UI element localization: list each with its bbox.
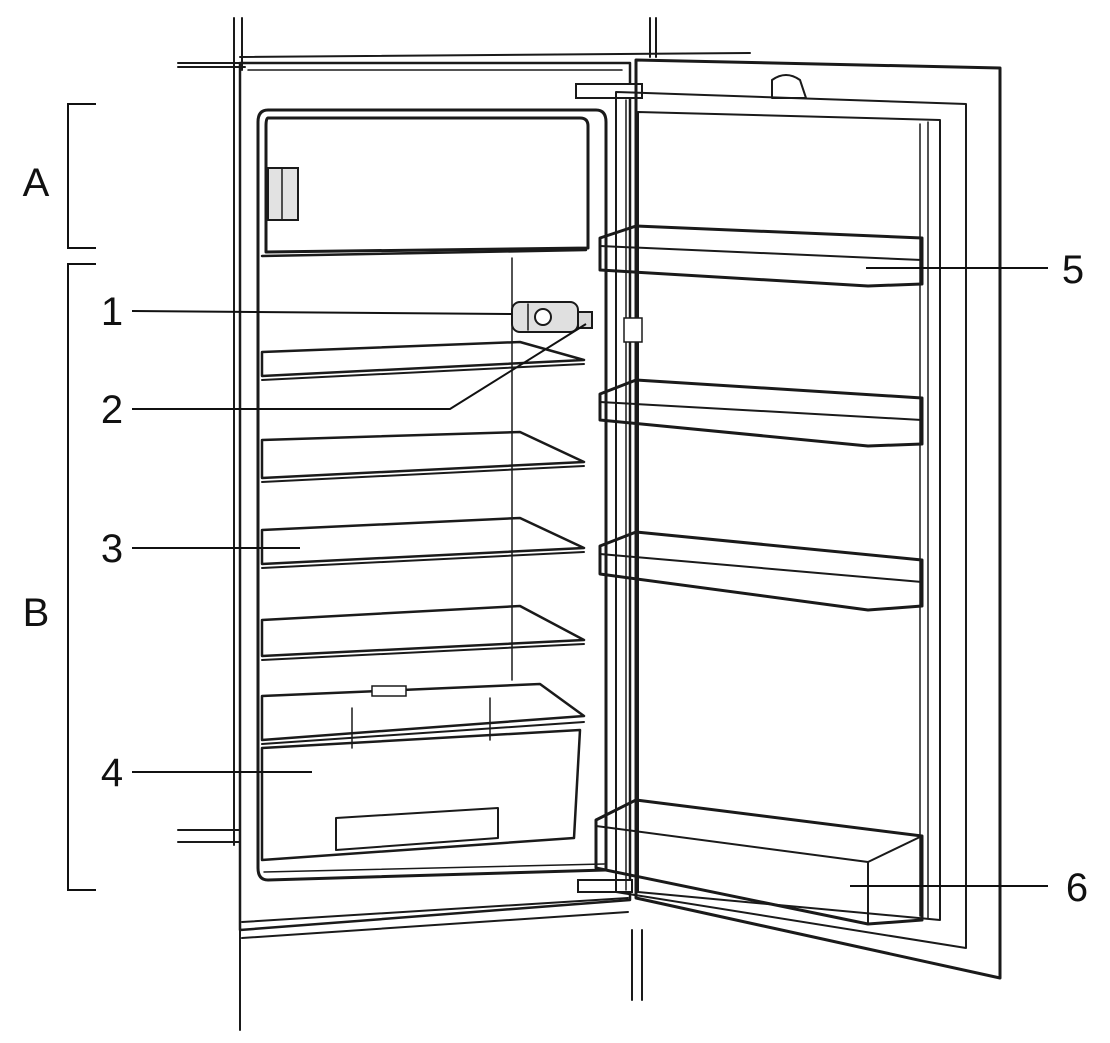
vegetable-container: [260, 682, 586, 862]
callout-label-1: 1: [101, 290, 123, 334]
glass-shelves: [260, 340, 586, 661]
leader-lines: [131, 267, 1048, 887]
callout-label-6: 6: [1066, 866, 1088, 910]
freezer-compartment: [260, 116, 590, 258]
fridge-door: [615, 58, 1002, 980]
zone-label-b: B: [23, 591, 50, 635]
zone-brackets: [67, 103, 96, 891]
bottle-shelf: [594, 798, 924, 926]
interior-light: [511, 301, 579, 333]
fridge-body: [238, 61, 632, 939]
callout-label-2: 2: [101, 388, 123, 432]
callout-label-3: 3: [101, 527, 123, 571]
temperature-control: [577, 311, 593, 329]
door-hinges: [575, 83, 643, 893]
callout-label-5: 5: [1062, 248, 1084, 292]
freezer-handle: [267, 167, 299, 221]
callout-label-4: 4: [101, 751, 123, 795]
cabinet-niche: [177, 17, 751, 1031]
zone-label-a: A: [23, 161, 50, 205]
door-shelves: [598, 224, 924, 612]
